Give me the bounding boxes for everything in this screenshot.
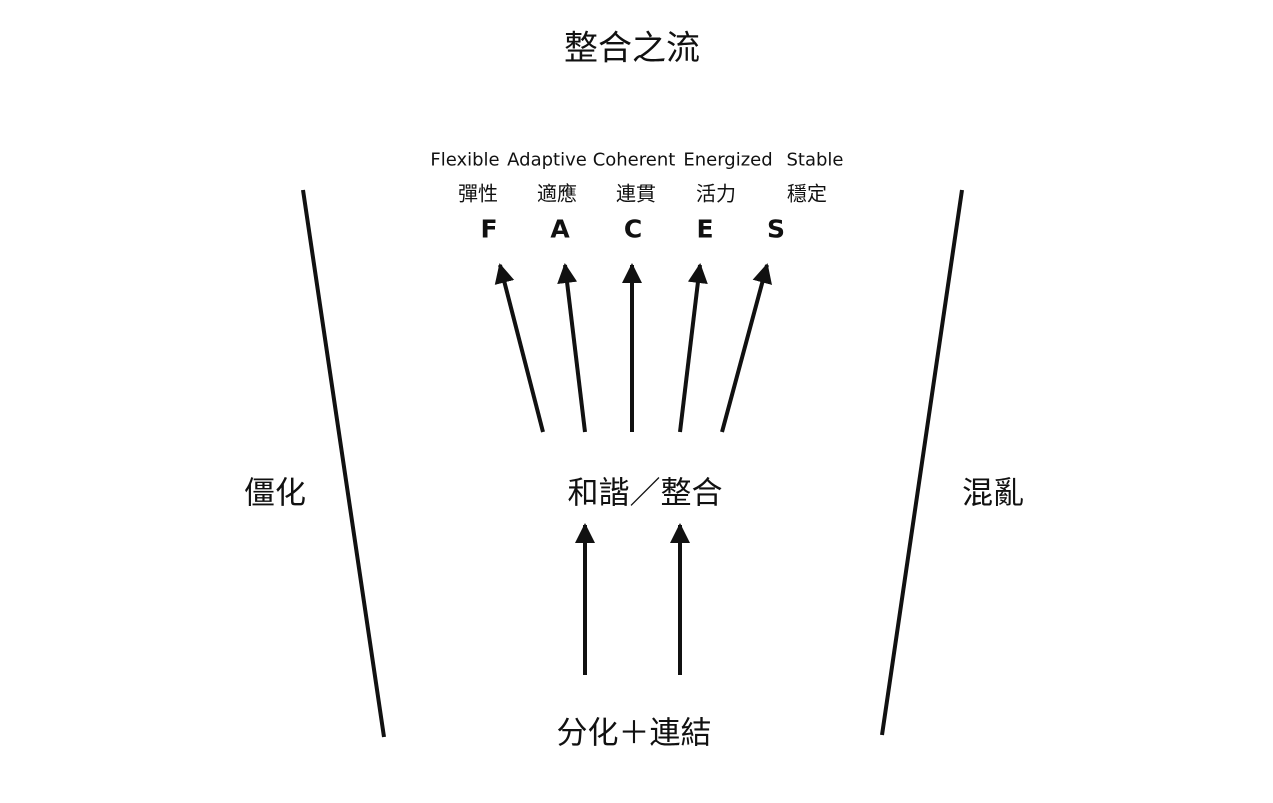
arrow-stable <box>720 263 772 433</box>
rigidity-boundary-line <box>301 189 386 738</box>
face-chinese-coherent: 連貫 <box>616 181 656 206</box>
face-chinese-adaptive: 適應 <box>537 181 577 206</box>
face-letter-f: F <box>480 214 498 244</box>
face-chinese-flexible: 彈性 <box>458 181 498 206</box>
face-english-adaptive: Adaptive <box>507 149 587 171</box>
face-letter-c: C <box>623 214 643 244</box>
face-chinese-energized: 活力 <box>696 181 736 206</box>
face-english-energized: Energized <box>683 149 773 171</box>
face-letter-s: S <box>766 214 786 244</box>
face-chinese-stable: 穩定 <box>787 181 827 206</box>
integration-label: 和諧／整合 <box>567 475 723 512</box>
face-english-stable: Stable <box>786 149 844 171</box>
face-english-coherent: Coherent <box>592 149 676 171</box>
arrow-adaptive <box>557 263 587 433</box>
chaos-boundary-line <box>880 189 964 736</box>
differentiation-linkage-label: 分化＋連結 <box>556 715 712 752</box>
arrow-energized <box>678 263 708 433</box>
chaos-label: 混亂 <box>962 475 1024 512</box>
diagram-title: 整合之流 <box>564 28 700 69</box>
rigidity-label: 僵化 <box>244 475 306 512</box>
face-english-flexible: Flexible <box>430 149 500 171</box>
arrow-flexible <box>494 263 545 433</box>
face-letter-a: A <box>550 214 570 244</box>
face-letter-e: E <box>696 214 714 244</box>
